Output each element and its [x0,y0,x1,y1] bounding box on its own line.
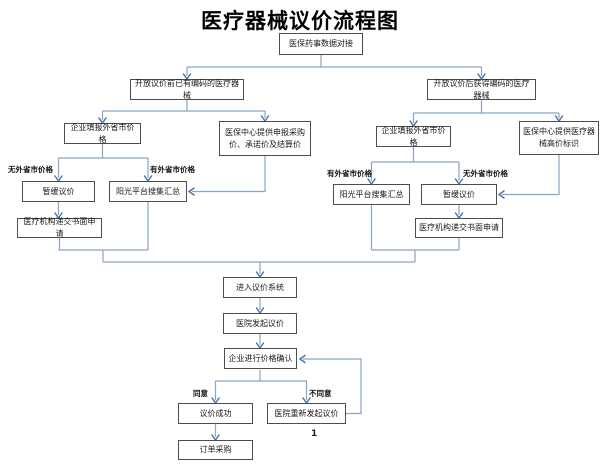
edge-label-disagree: 不同意 [309,389,332,398]
node-negotiation-success: 议价成功 [178,403,253,424]
node-coded-after-opening: 开放议价后获得编码的医疗器械 [427,79,536,100]
node-center-high-price-mark: 医保中心提供医疗器械高价标识 [519,121,599,155]
node-enterprise-report-price-left: 企业填报外省市价格 [64,123,141,144]
node-center-provide-prices: 医保中心提供申报采购价、承诺价及结算价 [219,121,311,156]
node-enterprise-price-confirm: 企业进行价格确认 [224,348,297,369]
node-written-application-left: 医疗机构递交书面申请 [17,217,102,238]
node-insurance-data-link: 医保药事数据对接 [279,33,363,55]
node-written-application-right: 医疗机构递交书面申请 [415,218,503,238]
node-enter-negotiation-system: 进入议价系统 [223,277,297,298]
node-sunshine-platform-right: 阳光平台搜集汇总 [333,184,410,205]
edge-label-agree: 同意 [193,389,208,398]
page-title: 医疗器械议价流程图 [201,8,399,33]
edge-label-no-outside-price-left: 无外省市价格 [8,165,53,174]
connector-lines [57,55,560,437]
edge-label-has-outside-price-left: 有外省市价格 [150,165,195,174]
edge-label-has-outside-price-right: 有外省市价格 [327,169,372,178]
node-hospital-initiate: 医院发起议价 [223,313,297,334]
node-order-purchase: 订单采购 [178,440,253,460]
node-coded-before-opening: 开放议价前已有编码的医疗器械 [130,79,244,100]
node-suspend-negotiation-right: 暂缓议价 [421,184,497,205]
node-sunshine-platform-left: 阳光平台搜集汇总 [109,181,187,202]
node-hospital-re-initiate: 医院重新发起议价 [267,403,346,424]
page-number: 1 [311,429,318,439]
node-enterprise-report-price-right: 企业填报外省市价格 [376,126,451,147]
edge-label-no-outside-price-right: 无外省市价格 [463,169,508,178]
node-suspend-negotiation-left: 暂缓议价 [22,181,95,202]
